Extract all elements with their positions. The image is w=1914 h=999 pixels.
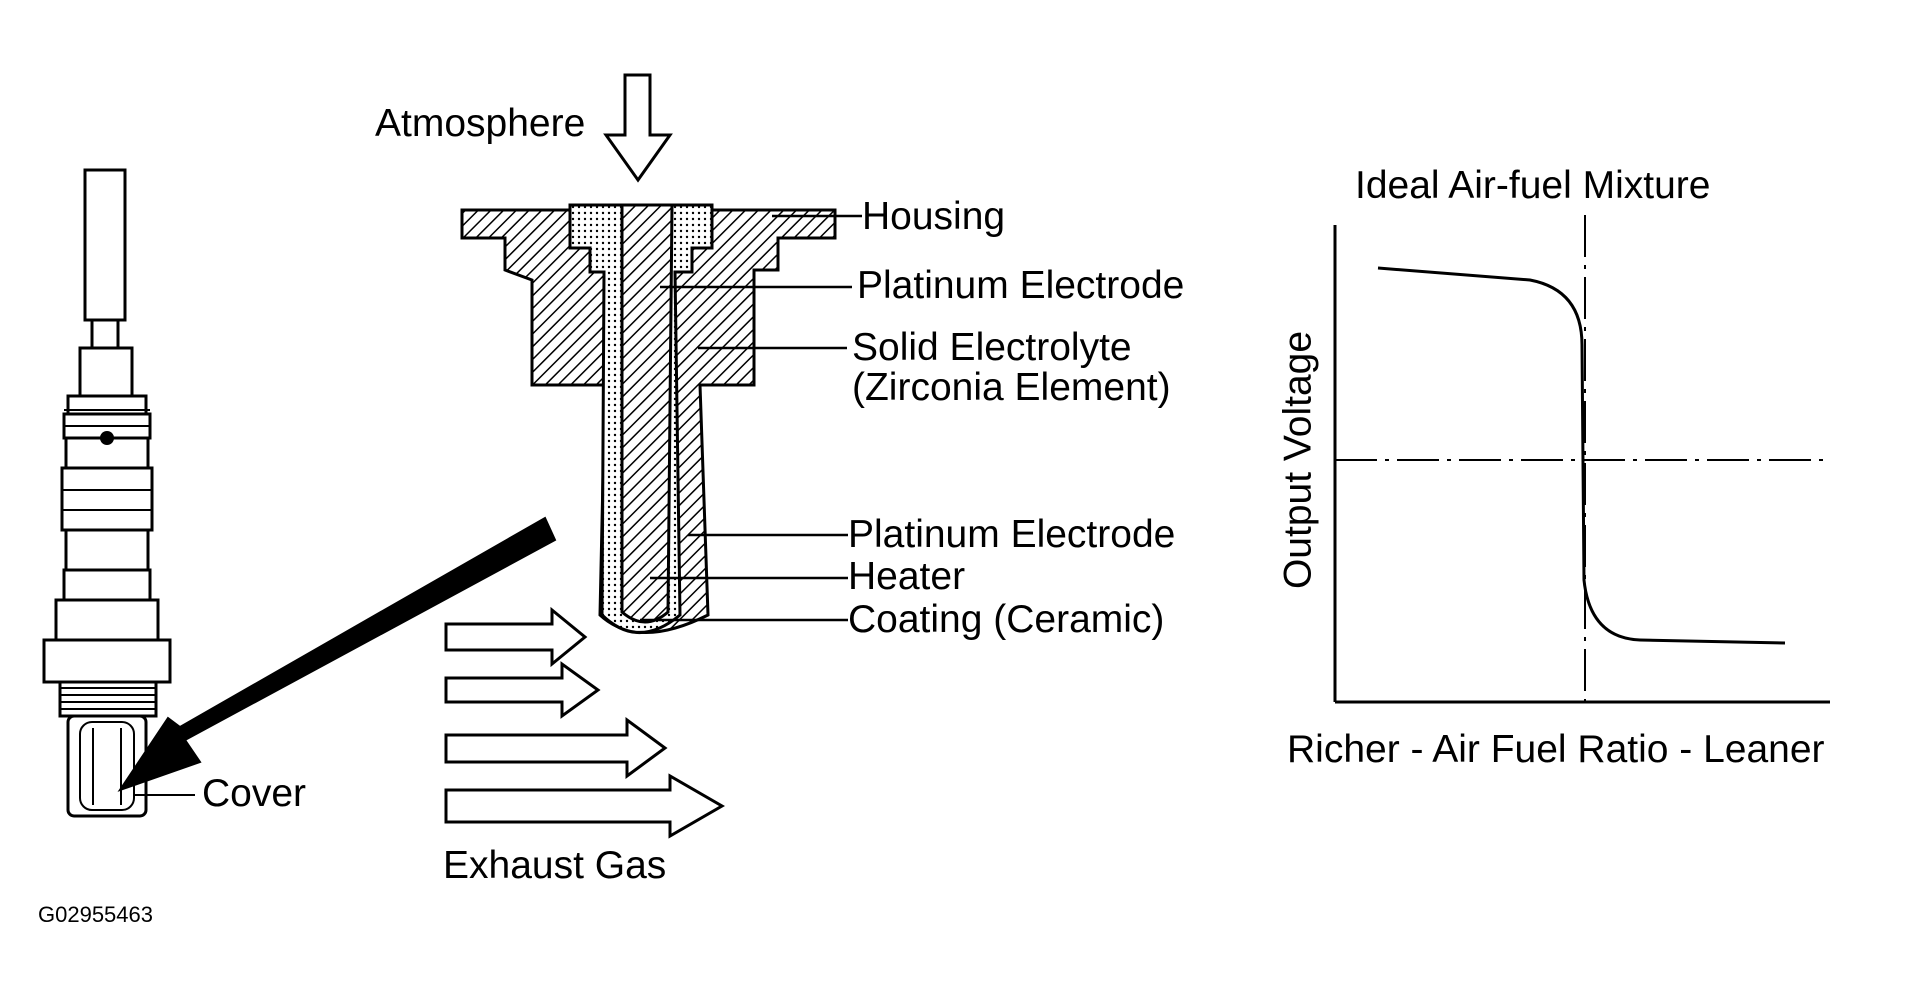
- exhaust-arrow-3: [444, 717, 668, 779]
- label-heater: Heater: [848, 555, 966, 598]
- label-atmosphere: Atmosphere: [375, 102, 586, 145]
- sensor-wire: [83, 168, 127, 322]
- oxygen-sensor-body: [42, 168, 172, 818]
- sensor-hex-nut: [42, 638, 172, 684]
- callout-leader-lines: [640, 214, 862, 622]
- label-solid-electrolyte: Solid Electrolyte: [852, 326, 1132, 369]
- label-coating: Coating (Ceramic): [848, 598, 1165, 641]
- graph-x-axis-label: Richer - Air Fuel Ratio - Leaner: [1287, 728, 1825, 771]
- label-platinum-electrode-outer: Platinum Electrode: [857, 264, 1185, 307]
- sensor-upper-collar: [78, 346, 134, 398]
- sensor-thread-lines: [60, 409, 156, 805]
- sensor-wire-connector: [90, 318, 120, 350]
- exhaust-gas-arrows: [444, 606, 726, 839]
- exhaust-arrow-2: [444, 661, 601, 719]
- exhaust-arrow-4: [444, 773, 726, 839]
- exhaust-arrow-1: [444, 606, 588, 668]
- output-voltage-curve: [1377, 266, 1786, 645]
- label-platinum-electrode-inner: Platinum Electrode: [848, 513, 1176, 556]
- atmosphere-arrow: [603, 73, 673, 183]
- label-housing: Housing: [862, 195, 1006, 238]
- heater-element-shape: [620, 203, 674, 624]
- label-cover: Cover: [202, 772, 307, 815]
- pointer-arrow: [117, 516, 557, 792]
- sensor-vent-hole: [100, 431, 114, 445]
- graph-title: Ideal Air-fuel Mixture: [1355, 164, 1711, 207]
- label-exhaust-gas: Exhaust Gas: [443, 844, 667, 887]
- label-zirconia-element: (Zirconia Element): [852, 366, 1171, 409]
- graph-y-axis-label: Output Voltage: [1276, 330, 1320, 590]
- figure-id: G02955463: [38, 902, 153, 927]
